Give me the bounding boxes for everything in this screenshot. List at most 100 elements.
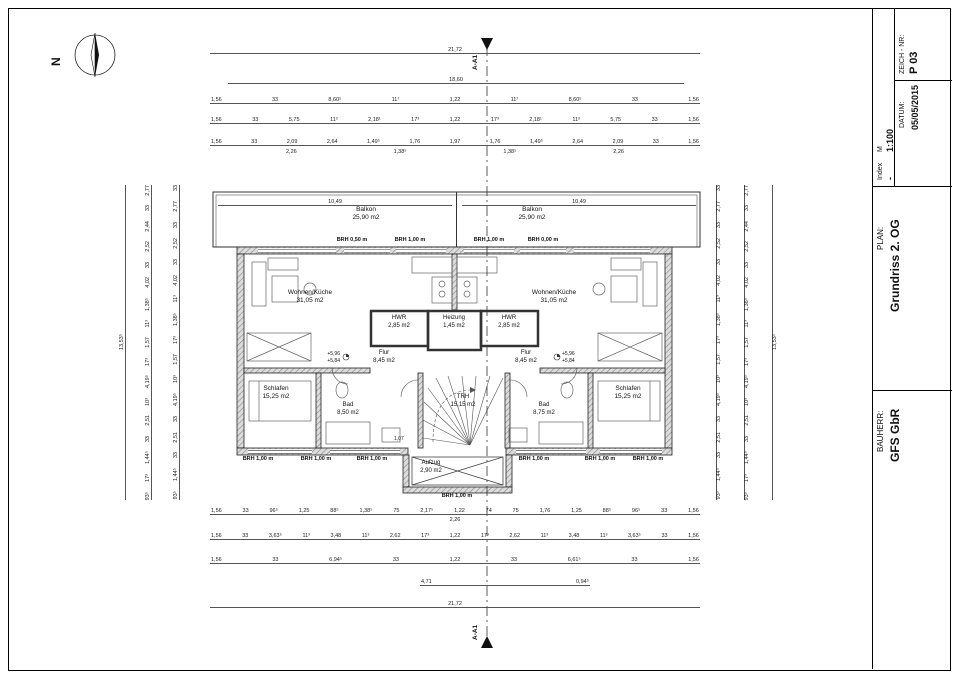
dim-chain-bottom-1-sub: 2,26: [430, 514, 480, 523]
dimension-value: 10³: [172, 374, 179, 383]
dimension-value: 2,51: [716, 431, 722, 443]
titleblock-divider: [894, 8, 895, 186]
dimension-value: 2,77: [716, 201, 722, 212]
dimension-value: 93⁵: [716, 491, 722, 500]
dimension-value: 2,44: [144, 221, 151, 232]
windows-top: [258, 248, 650, 253]
dimension-value: 10³: [144, 397, 151, 406]
dimension-value: 33: [744, 261, 750, 268]
index-value: -: [885, 177, 895, 180]
dimension-value: 2,77: [172, 201, 179, 212]
dimension-value: 1,38⁵: [393, 148, 407, 155]
dimension-value: 93⁵: [144, 491, 151, 500]
dimension-value: 2,44: [744, 221, 750, 232]
dimension-value: 2,51: [172, 431, 179, 443]
dim-chain-top-2: 18,60: [228, 74, 684, 84]
dimension-value: 96⁵: [269, 507, 278, 514]
level-marker-right: +5,96 +5,84: [562, 351, 575, 364]
dim-chain-bottom-total: 21,72: [210, 598, 700, 608]
dimension-value: 33: [172, 415, 179, 422]
dim-right-total: 13,53⁵: [772, 185, 782, 500]
brh-label: BRH 1,00 m: [356, 456, 388, 462]
dimension-value: 3,63⁵: [627, 532, 641, 539]
dimension-value: 1,76: [489, 138, 501, 145]
dimension-value: 33: [716, 452, 722, 459]
titleblock-divider: [872, 186, 952, 187]
dimension-value: 10,49: [328, 198, 342, 205]
dimension-value: 74: [485, 507, 492, 514]
dimension-value: 75: [393, 507, 400, 514]
dimension-value: 33: [144, 435, 151, 442]
dimension-value: 1,56: [688, 96, 699, 103]
dimension-value: 11³: [144, 320, 151, 328]
dimension-value: 2,09: [612, 138, 624, 145]
dimension-value: 33: [651, 116, 658, 123]
brh-label: BRH 1,00 m: [584, 456, 616, 462]
dimension-value: 11³: [172, 295, 179, 303]
room-label-flur-left: Flur 8,45 m2: [373, 350, 395, 364]
dimension-value: 1,56: [688, 532, 699, 539]
dimension-value: 2,64: [326, 138, 338, 145]
dimension-value: 33: [252, 116, 259, 123]
dimension-value: 11⁷: [391, 96, 400, 103]
datum-value: 05/05/2015: [910, 84, 920, 130]
brh-label: BRH 1,00 m: [473, 237, 505, 243]
room-label-wohnen-left: Wohnen/Küche 31,05 m2: [287, 289, 333, 305]
room-label-bad-left: Bad 8,50 m2: [337, 402, 359, 416]
room-label-schlafen-right: Schlafen 15,25 m2: [614, 385, 642, 401]
dimension-value: 4,71: [421, 578, 432, 585]
dimension-value: 10³: [716, 374, 722, 383]
dimension-value: 1,38⁵: [744, 297, 750, 311]
dimension-value: 1,38⁵: [172, 312, 179, 326]
level-marker-left: +5,96 +5,84: [327, 351, 340, 364]
brh-label: BRH 1,00 m: [242, 456, 274, 462]
level-marker-icons: [342, 353, 561, 361]
dimension-value: 11³: [716, 295, 722, 303]
furniture: [246, 256, 663, 445]
dimension-value: 3,48: [330, 532, 342, 539]
dimension-value: 10,49: [572, 198, 586, 205]
dimension-value: 2,52: [716, 237, 722, 249]
dimension-value: 2,64: [572, 138, 584, 145]
windows-bottom: [248, 449, 662, 454]
dimension-value: 2,77: [744, 185, 750, 196]
room-label-balkon-left: Balkon 25,90 m2: [352, 206, 380, 222]
dim-balcony-right: 10,49: [462, 196, 696, 206]
dimension-value: 33: [172, 258, 179, 265]
dimension-value: 17³: [744, 357, 750, 366]
titleblock-divider: [894, 80, 952, 81]
dimension-value: 10³: [744, 397, 750, 406]
dimension-value: 33: [251, 138, 258, 145]
brh-label: BRH 1,00 m: [394, 237, 426, 243]
dimension-value: 33: [144, 261, 151, 268]
dimension-value: 33: [272, 556, 279, 563]
zeich-nr-label: ZEICH - NR:: [899, 34, 906, 74]
dimension-value: 2,52: [144, 241, 151, 253]
dimension-value: 1,76: [539, 507, 551, 514]
dimension-value: 33: [744, 205, 750, 212]
room-label-flur-right: Flur 8,45 m2: [515, 350, 537, 364]
dimension-value: 1,38⁵: [716, 312, 722, 326]
scale-value: 1:100: [885, 128, 895, 152]
dimension-value: 21,72: [448, 46, 462, 53]
dimension-value: 5,75: [610, 116, 622, 123]
dimension-value: 88⁵: [330, 507, 339, 514]
dimension-value: 1,38⁵: [359, 507, 373, 514]
dimension-value: 1,22: [454, 507, 465, 514]
plan-label: PLAN:: [876, 226, 885, 250]
dimension-value: 1,56: [211, 96, 222, 103]
dimension-value: 11³: [572, 116, 580, 123]
dimension-value: 4,19⁵: [144, 375, 151, 389]
bauherr-label: BAUHERR:: [876, 410, 885, 452]
dimension-value: 33: [716, 221, 722, 228]
dimension-value: 1,22: [449, 556, 461, 563]
room-label-schlafen-left: Schlafen 15,25 m2: [262, 385, 290, 401]
dimension-value: 1,56: [211, 138, 222, 145]
service-room-outlines: [369, 309, 540, 352]
